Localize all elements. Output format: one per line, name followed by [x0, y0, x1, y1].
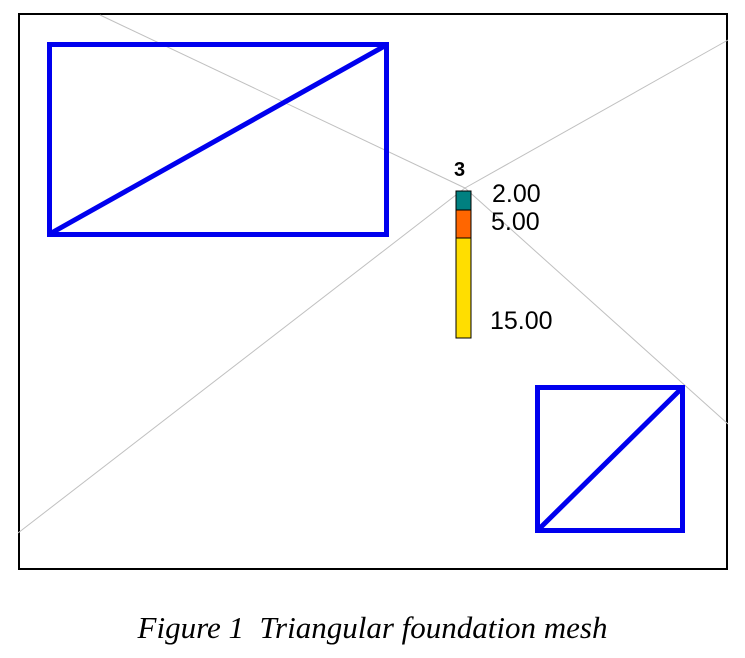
legend-value-2: 2.00 [492, 180, 541, 208]
legend-value-15: 15.00 [490, 307, 553, 335]
mesh-line-node3-ray-upper-right [464, 39, 729, 189]
figure-caption: Figure 1 Triangular foundation mesh [137, 610, 608, 645]
legend-segment-15.00 [455, 237, 472, 339]
mesh-line-node3-ray-lower-right [464, 187, 729, 425]
mesh-element-large-foundation-diagonal [49, 43, 387, 236]
mesh-element-small-foundation [535, 385, 685, 533]
plot-frame [18, 13, 728, 570]
mesh-element-large-foundation [47, 42, 389, 237]
legend-segment-5.00 [455, 209, 472, 239]
mesh-line-node3-ray-lower-left [17, 187, 466, 534]
legend-value-5: 5.00 [491, 208, 540, 236]
node-number-label: 3 [454, 159, 466, 181]
mesh-element-small-foundation-diagonal [536, 386, 684, 532]
legend-segment-2.00 [455, 190, 472, 211]
